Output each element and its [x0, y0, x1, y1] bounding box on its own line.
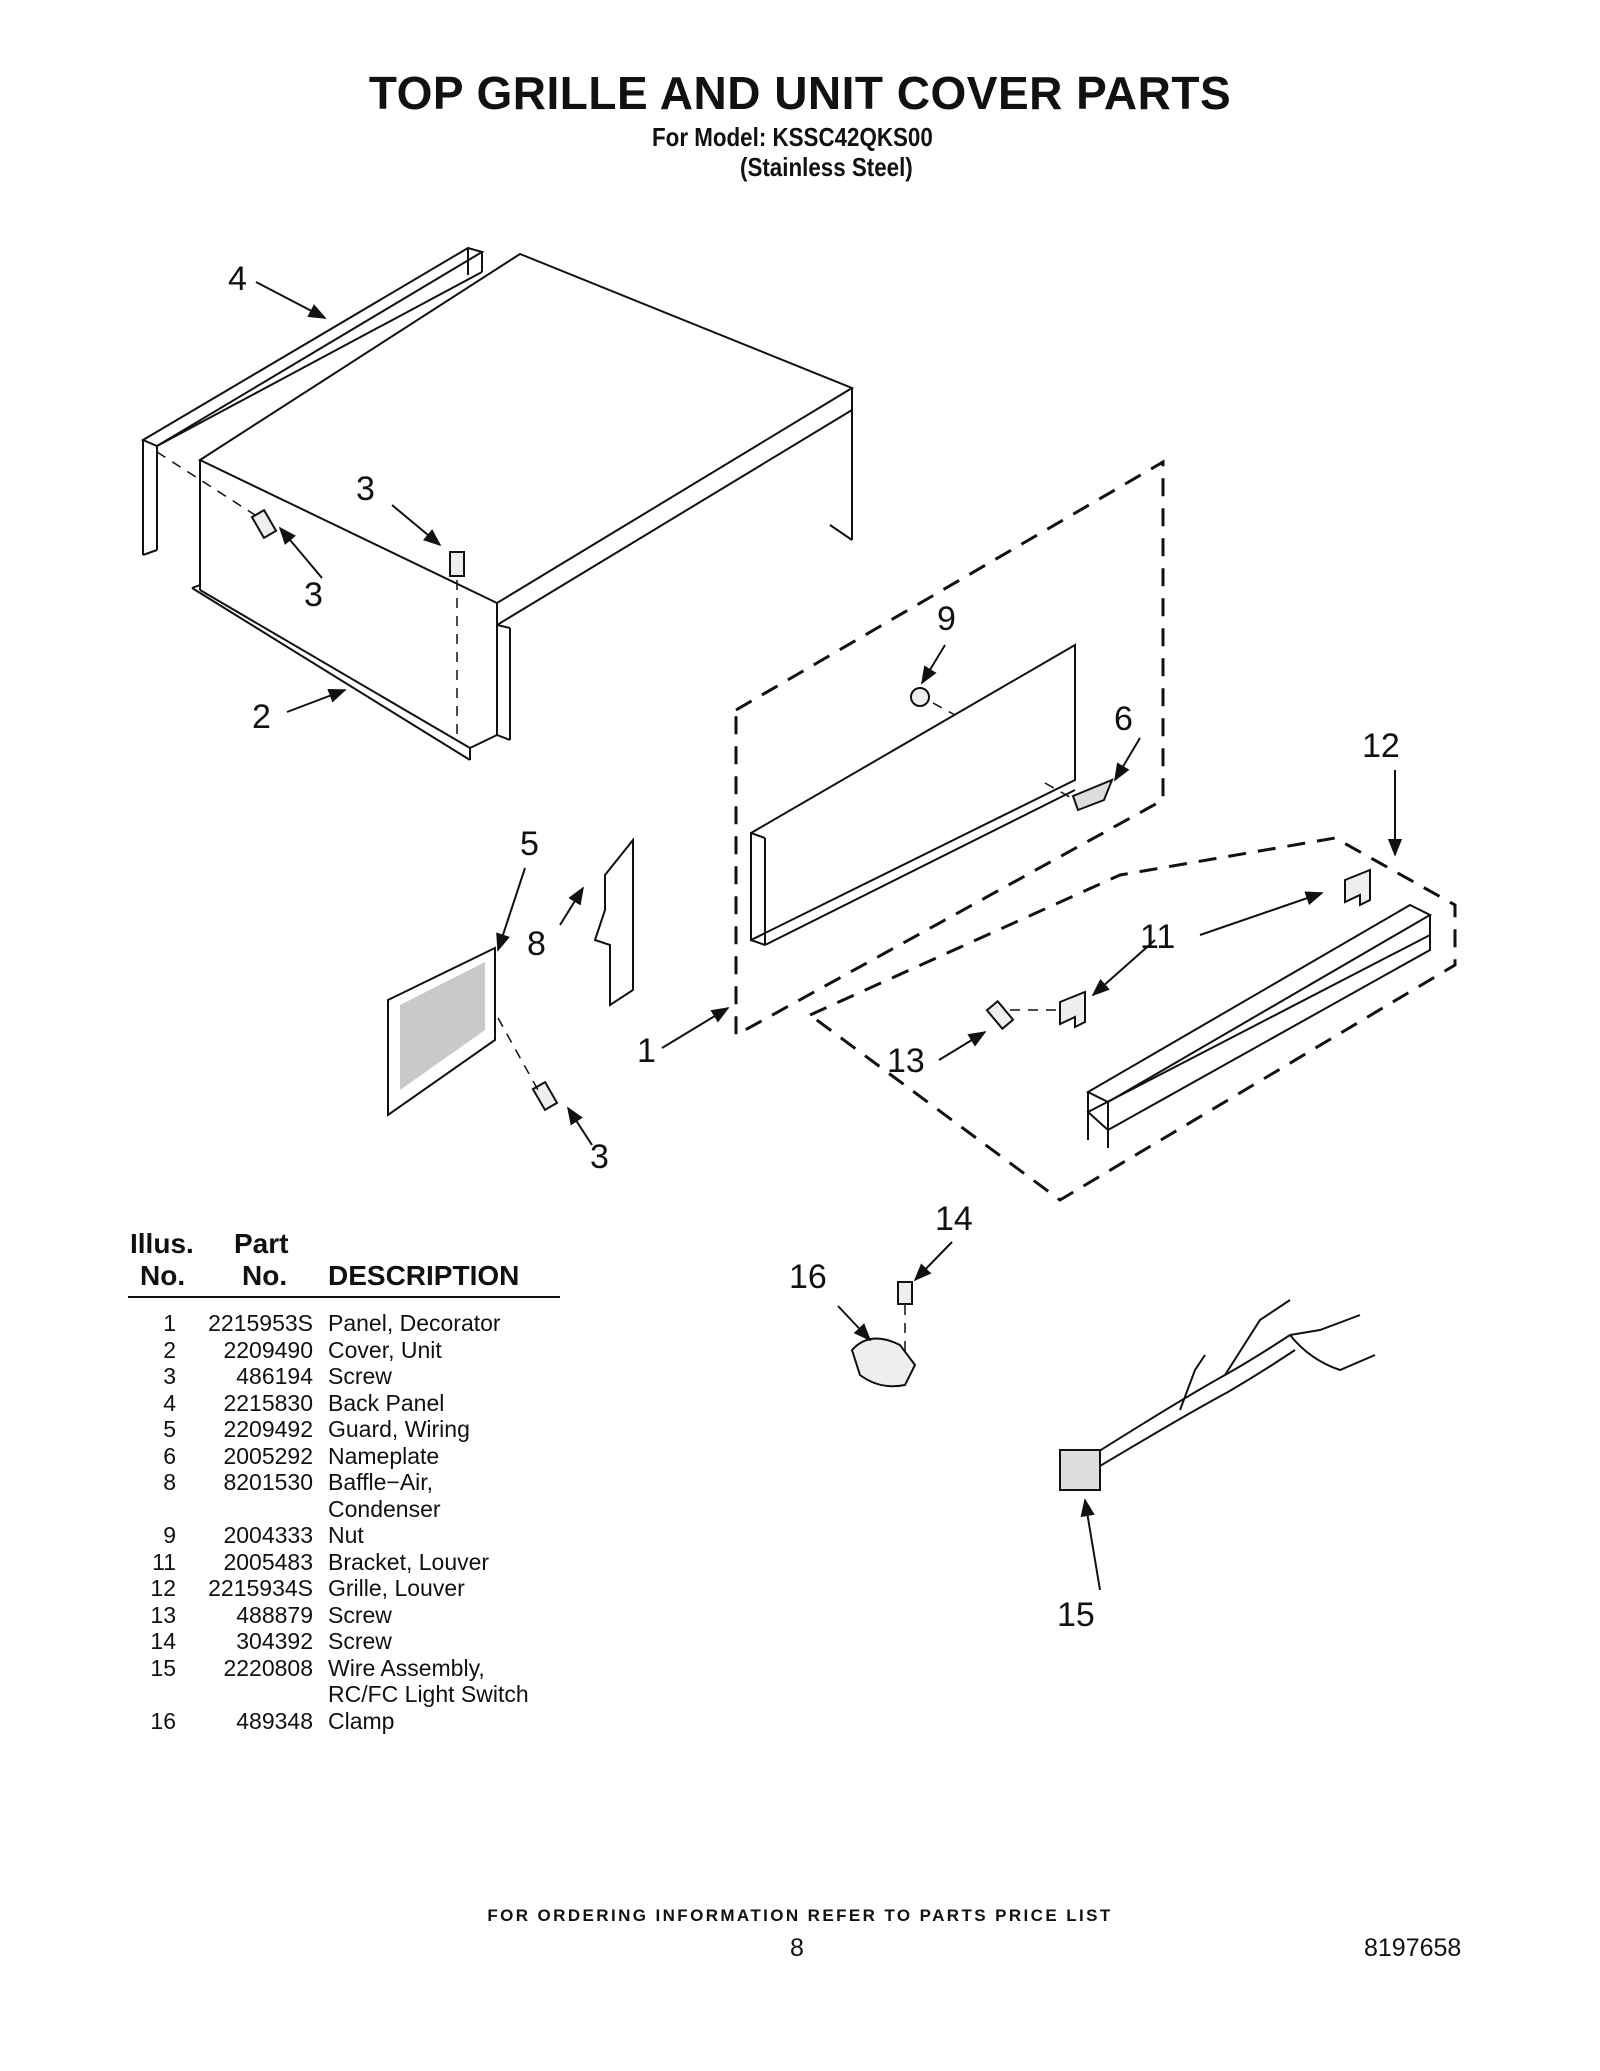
illus-no: 13 — [150, 1602, 176, 1628]
description: Nameplate — [328, 1443, 440, 1469]
document-number: 8197658 — [1364, 1934, 1462, 1962]
description: Baffle−Air, — [328, 1469, 434, 1495]
illus-no: 16 — [150, 1708, 176, 1734]
wire-assembly-part — [1059, 1299, 1376, 1491]
part-no: 2215830 — [223, 1390, 313, 1416]
callout-label: 4 — [228, 260, 247, 298]
part-no: 2209492 — [223, 1416, 313, 1442]
nut-part — [910, 687, 930, 707]
description: Guard, Wiring — [328, 1416, 470, 1442]
callout-label: 5 — [520, 825, 539, 863]
callout-label: 13 — [887, 1042, 925, 1080]
callout-label: 1 — [637, 1032, 656, 1070]
callout-label: 3 — [356, 470, 375, 508]
callout-label: 2 — [252, 698, 271, 736]
description: Screw — [328, 1363, 392, 1389]
illus-no: 2 — [163, 1337, 176, 1363]
louver-grille-part — [1085, 903, 1433, 1148]
callout-arrows — [255, 281, 1403, 1591]
wiring-guard-part — [387, 946, 496, 1117]
illus-no: 3 — [163, 1363, 176, 1389]
header-illus-no-line2: No. — [140, 1260, 186, 1291]
description: Clamp — [328, 1708, 395, 1734]
callout-label: 8 — [527, 925, 546, 963]
description: Panel, Decorator — [328, 1310, 501, 1336]
page-number: 8 — [790, 1934, 804, 1962]
part-no: 489348 — [236, 1708, 313, 1734]
assembly-guide-lines — [156, 451, 1076, 1355]
description: Nut — [328, 1522, 364, 1548]
description: Back Panel — [328, 1390, 445, 1416]
part-no: 486194 — [236, 1363, 313, 1389]
callout-label: 11 — [1140, 918, 1175, 956]
illus-no: 5 — [163, 1416, 176, 1442]
illus-no: 15 — [150, 1655, 176, 1681]
page-title: TOP GRILLE AND UNIT COVER PARTS — [368, 67, 1232, 119]
part-no: 8201530 — [223, 1469, 313, 1495]
part-no: 2005292 — [223, 1443, 313, 1469]
callout-labels: 4 3 3 2 9 6 12 5 8 11 1 13 3 14 16 15 — [228, 260, 1400, 1634]
part-no: 2005483 — [223, 1549, 313, 1575]
model-line: For Model: KSSC42QKS00 — [652, 122, 933, 152]
illus-no: 1 — [163, 1310, 176, 1336]
header-illus-no-line1: Illus. — [130, 1228, 194, 1259]
ordering-info-note: FOR ORDERING INFORMATION REFER TO PARTS … — [487, 1906, 1113, 1925]
illus-no: 8 — [163, 1469, 176, 1495]
header-part-no-line1: Part — [234, 1228, 289, 1259]
part-no: 2004333 — [223, 1522, 313, 1548]
decorator-dashed-outline — [734, 459, 1165, 1038]
part-no: 488879 — [236, 1602, 313, 1628]
description: Screw — [328, 1628, 392, 1654]
illus-no: 12 — [150, 1575, 176, 1601]
description: Grille, Louver — [328, 1575, 465, 1601]
callout-label: 15 — [1057, 1596, 1095, 1634]
callout-label: 3 — [590, 1138, 609, 1176]
part-no: 304392 — [236, 1628, 313, 1654]
condenser-baffle-part — [593, 837, 634, 1007]
header-part-no-line2: No. — [242, 1260, 288, 1291]
variant-line: (Stainless Steel) — [740, 152, 913, 182]
description: Screw — [328, 1602, 392, 1628]
description: Bracket, Louver — [328, 1549, 490, 1575]
decorator-panel-part — [750, 643, 1076, 946]
part-no: 2220808 — [223, 1655, 313, 1681]
description: Cover, Unit — [328, 1337, 442, 1363]
grille-dashed-outline — [809, 836, 1457, 1202]
callout-label: 12 — [1362, 727, 1400, 765]
part-no: 2215934S — [208, 1575, 313, 1601]
louver-bracket-part — [1059, 868, 1371, 1029]
illus-no: 14 — [150, 1628, 176, 1654]
screw-parts — [250, 508, 1015, 1305]
illus-no: 6 — [163, 1443, 176, 1469]
illus-no: 4 — [163, 1390, 176, 1416]
back-panel-part — [140, 246, 485, 556]
callout-label: 16 — [789, 1258, 827, 1296]
nameplate-part — [1071, 778, 1114, 812]
part-no: 2215953S — [208, 1310, 313, 1336]
callout-label: 9 — [937, 600, 956, 638]
callout-label: 3 — [304, 576, 323, 614]
callout-label: 14 — [935, 1200, 973, 1238]
part-no: 2209490 — [223, 1337, 313, 1363]
illus-no: 11 — [152, 1549, 176, 1575]
table-header-rule — [128, 1296, 560, 1298]
callout-label: 6 — [1114, 700, 1133, 738]
description: Wire Assembly, — [328, 1655, 485, 1681]
header-description: DESCRIPTION — [328, 1260, 520, 1291]
description: RC/FC Light Switch — [328, 1681, 529, 1707]
unit-cover-part — [191, 252, 855, 761]
illus-no: 9 — [163, 1522, 176, 1548]
description: Condenser — [328, 1496, 441, 1522]
